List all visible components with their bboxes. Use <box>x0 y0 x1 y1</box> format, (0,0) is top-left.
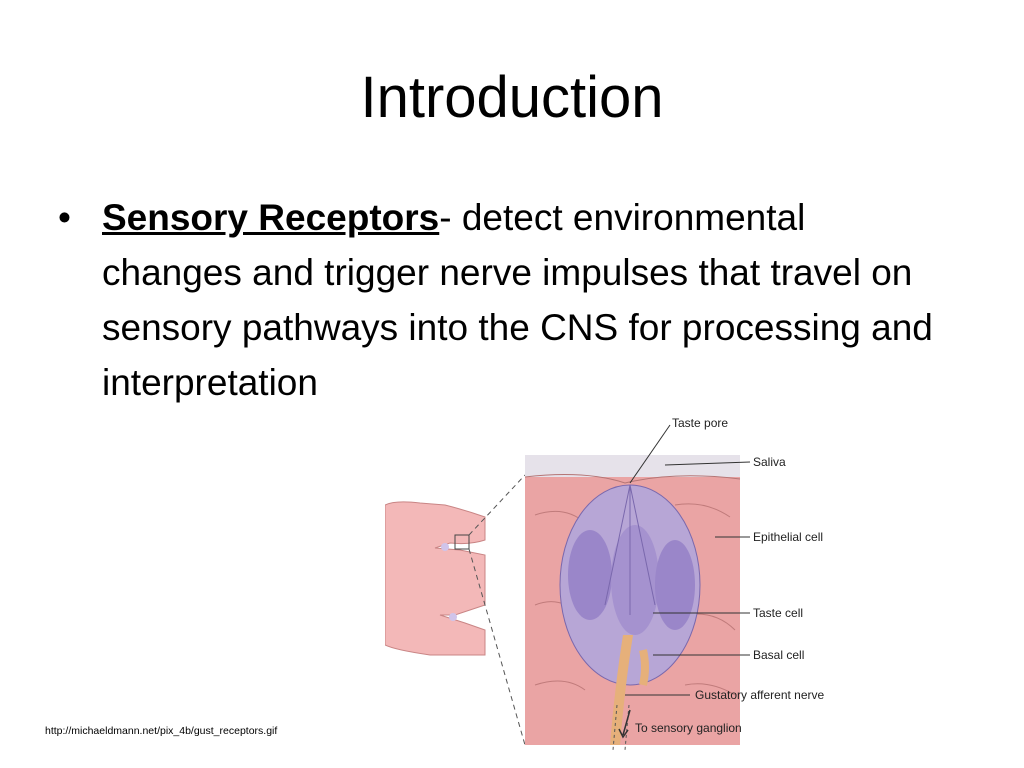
magnified-tissue <box>524 455 741 751</box>
slide-title: Introduction <box>360 65 664 130</box>
label-saliva: Saliva <box>753 455 786 469</box>
label-epithelial-cell: Epithelial cell <box>753 530 823 544</box>
label-basal-cell: Basal cell <box>753 648 804 662</box>
bullet-text: Sensory Receptors- detect environmental … <box>102 190 952 410</box>
label-taste-cell: Taste cell <box>753 606 803 620</box>
label-gustatory-nerve: Gustatory afferent nerve <box>695 688 825 702</box>
label-taste-pore: Taste pore <box>672 416 728 430</box>
source-url: http://michaeldmann.net/pix_4b/gust_rece… <box>45 725 278 737</box>
bullet-description: - detect environmental changes and trigg… <box>102 197 933 403</box>
label-sensory-ganglion: To sensory ganglion <box>635 721 742 735</box>
bullet-term: Sensory Receptors <box>102 197 440 238</box>
tongue-section <box>385 501 486 656</box>
bullet-marker: • <box>58 197 71 238</box>
taste-bud-diagram: Taste pore Saliva Epithelial cell Taste … <box>385 416 825 751</box>
